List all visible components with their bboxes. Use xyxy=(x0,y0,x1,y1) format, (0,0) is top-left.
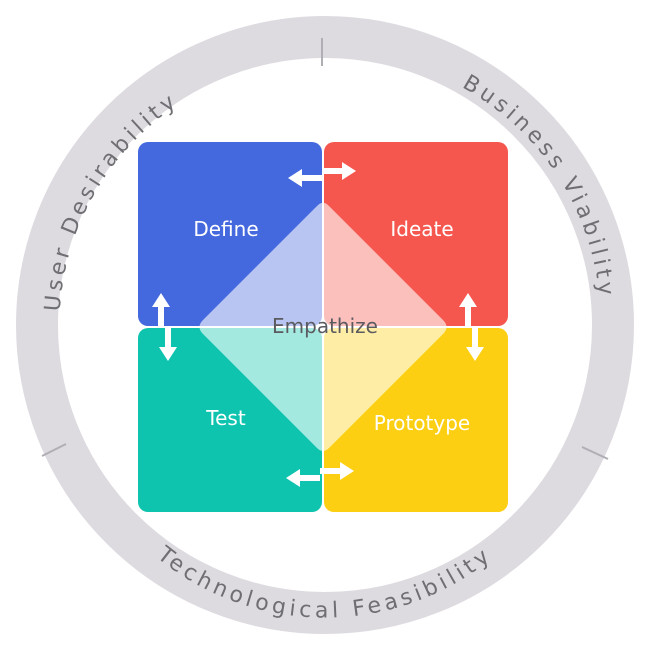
ring-divider-left xyxy=(41,443,67,457)
quadrant-label-test: Test xyxy=(205,406,246,430)
quadrant-label-define: Define xyxy=(193,217,258,241)
outer-ring xyxy=(16,16,634,634)
arrow-test-prototype-icon xyxy=(286,462,354,487)
ring-divider-right xyxy=(581,446,609,460)
quadrant-label-prototype: Prototype xyxy=(374,411,470,435)
ring-label-technological-feasibility: Technological Feasibility xyxy=(152,541,498,623)
arrow-define-ideate-icon xyxy=(288,162,356,187)
center-label-empathize: Empathize xyxy=(272,314,378,338)
empathize-diamond xyxy=(199,203,447,451)
arrow-define-test-icon xyxy=(152,293,177,361)
quadrant-label-ideate: Ideate xyxy=(390,217,453,241)
arrow-ideate-prototype-icon xyxy=(459,293,484,361)
